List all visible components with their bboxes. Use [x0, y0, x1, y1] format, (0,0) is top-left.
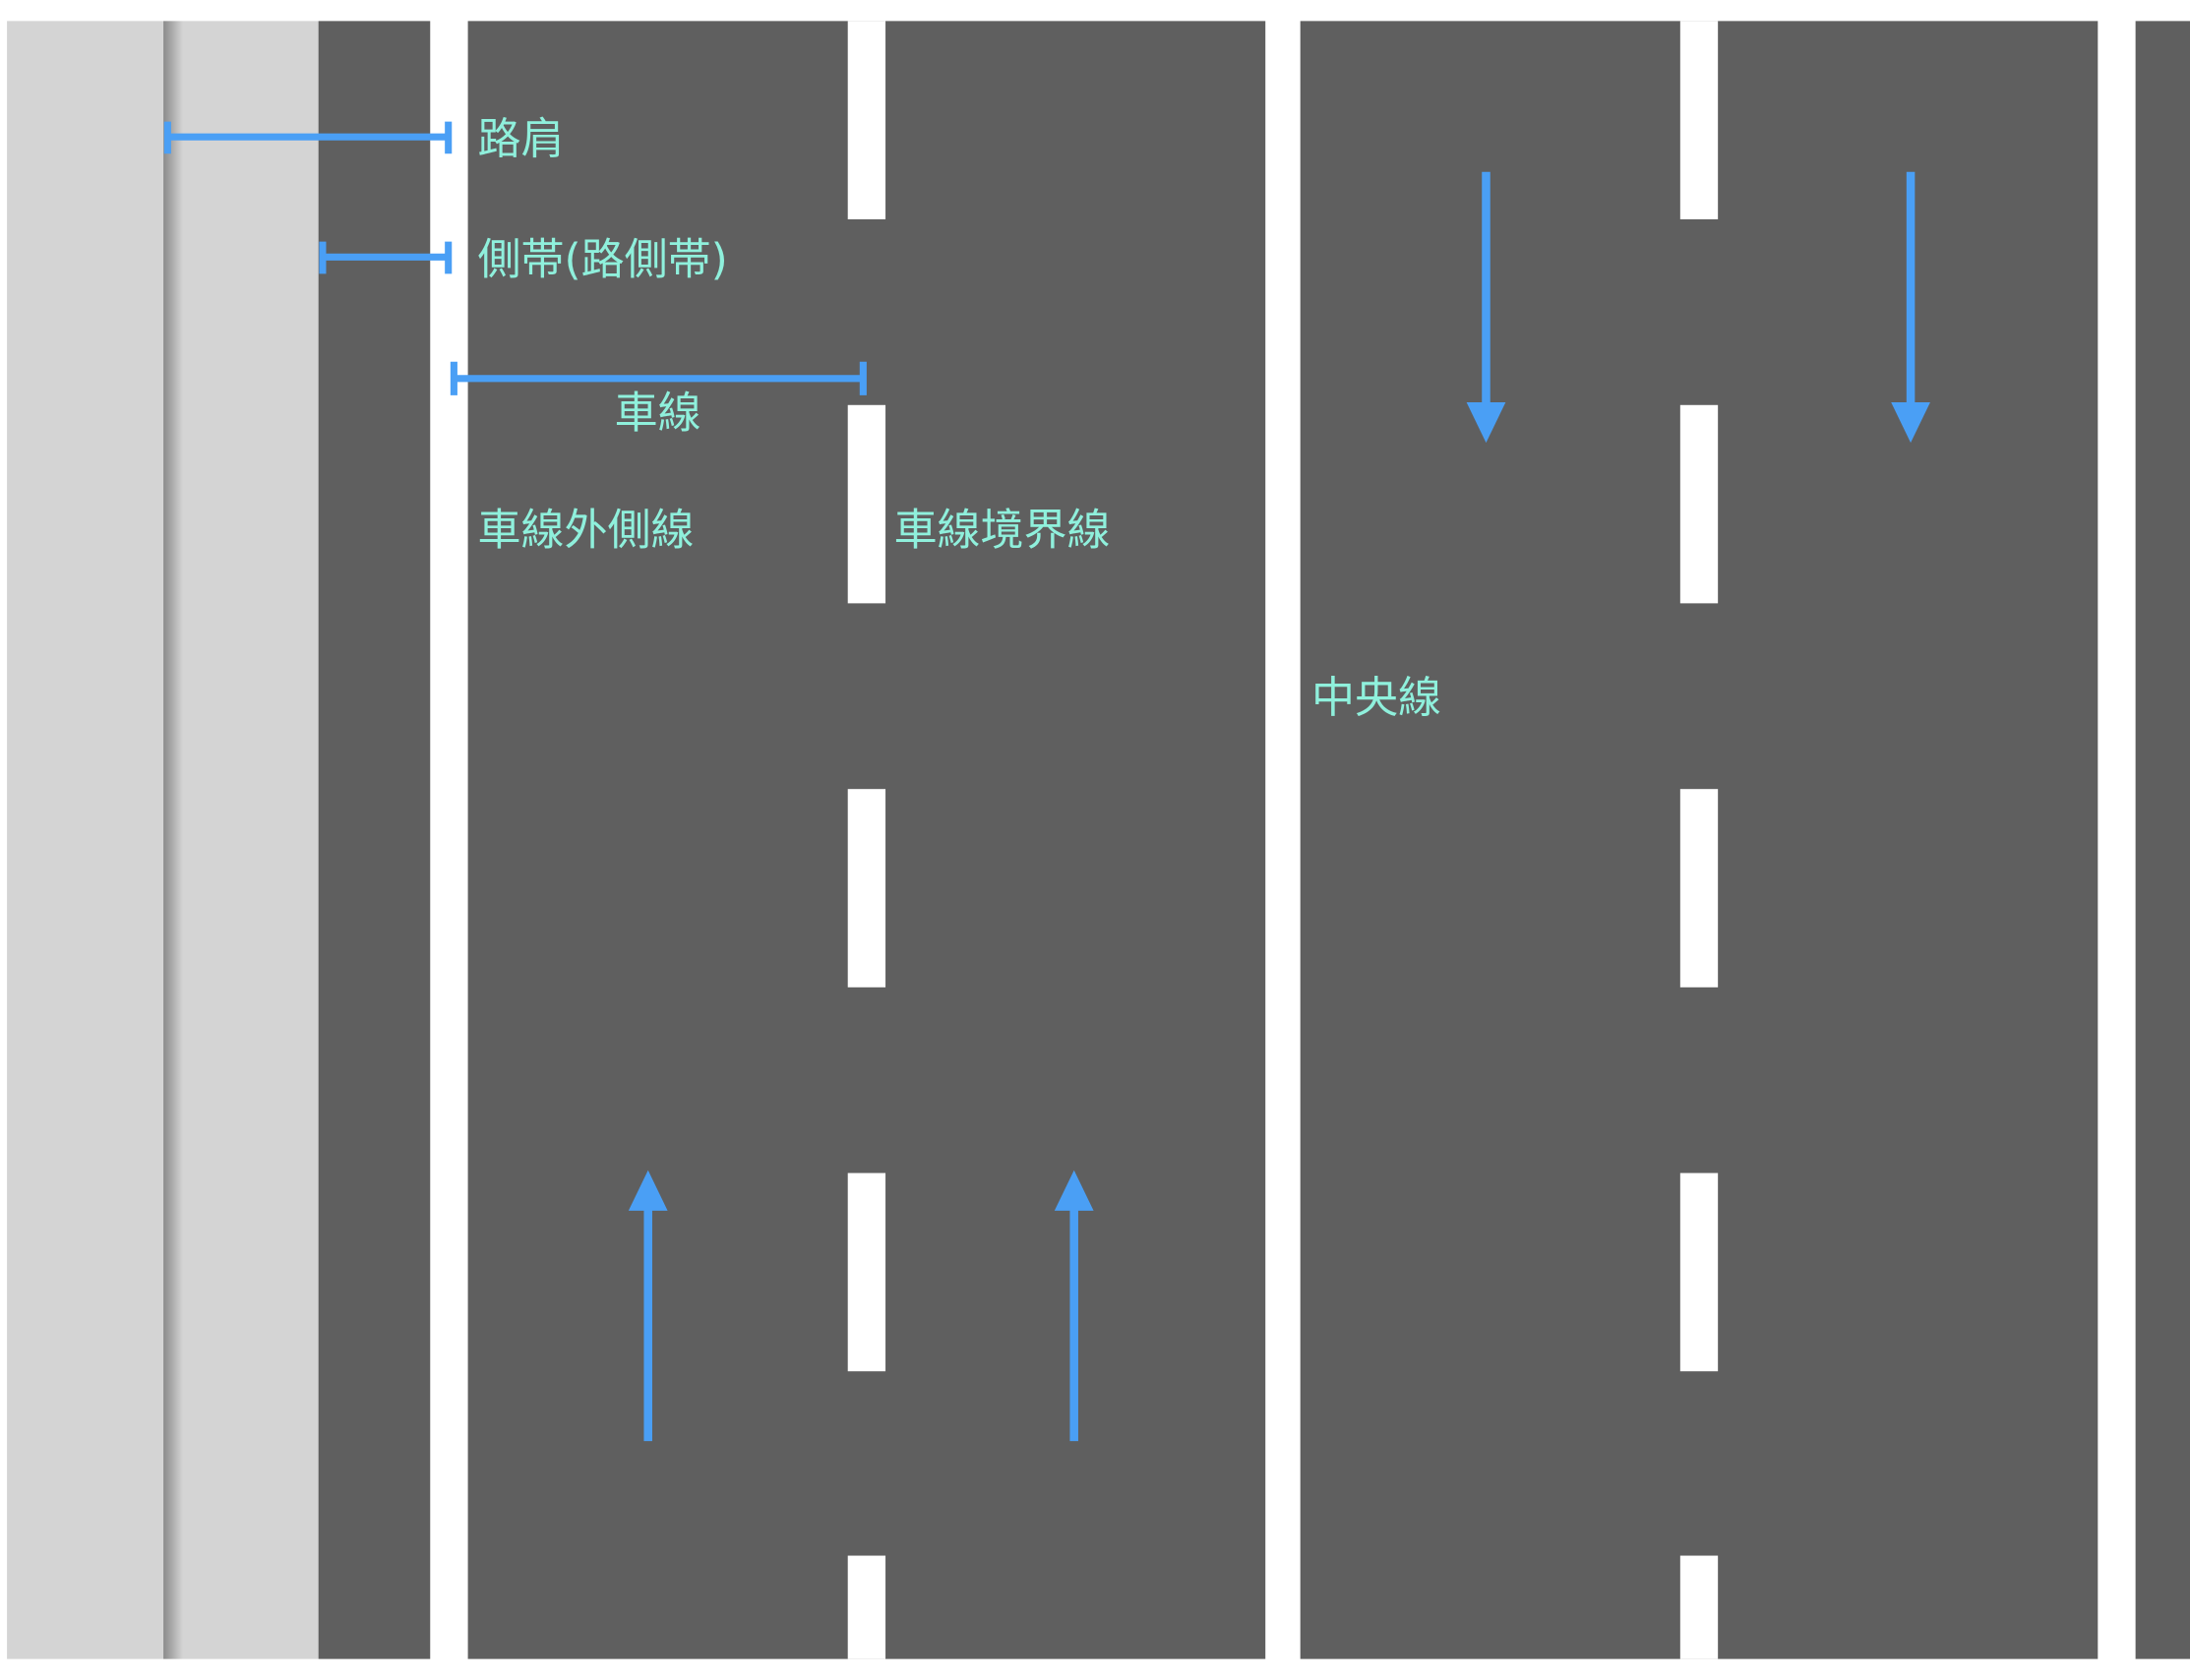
side-strip-dimension	[319, 241, 453, 274]
side-strip-label: 側帯(路側帯)	[478, 234, 728, 284]
lane-dimension	[450, 361, 867, 395]
lane-boundary-dash	[847, 789, 886, 988]
lane-3-direction-arrow-icon	[1466, 171, 1506, 444]
shoulder-dimension	[163, 121, 453, 154]
lane-1-direction-arrow-icon	[628, 1170, 668, 1442]
lane-4-direction-arrow-icon	[1891, 171, 1930, 444]
center-line-label: 中央線	[1311, 673, 1441, 723]
lane-boundary-dash	[1679, 404, 1719, 604]
curb-shadow	[163, 21, 183, 1659]
lane-boundary-dash	[1679, 1172, 1719, 1372]
outer-line-label: 車線外側線	[478, 506, 695, 556]
lane-boundary-dash	[1679, 789, 1719, 988]
lane-label: 車線	[615, 388, 701, 438]
lane-2-direction-arrow-icon	[1054, 1170, 1094, 1442]
far-side-asphalt	[2135, 21, 2190, 1659]
lane-boundary-dash	[1679, 21, 1719, 219]
side-strip-asphalt	[318, 21, 431, 1659]
lane-boundary-dash	[847, 21, 886, 219]
lane-boundary-dash	[847, 1172, 886, 1372]
shoulder-label: 路肩	[478, 114, 565, 164]
lane-boundary-dash	[847, 1555, 886, 1659]
lane-boundary-dash	[1679, 1555, 1719, 1659]
lane-boundary-dashes	[847, 21, 1719, 1659]
lane-boundary-label: 車線境界線	[894, 506, 1111, 556]
lane-boundary-dash	[847, 404, 886, 604]
shoulder-area	[163, 21, 319, 1659]
sidewalk	[7, 21, 164, 1659]
